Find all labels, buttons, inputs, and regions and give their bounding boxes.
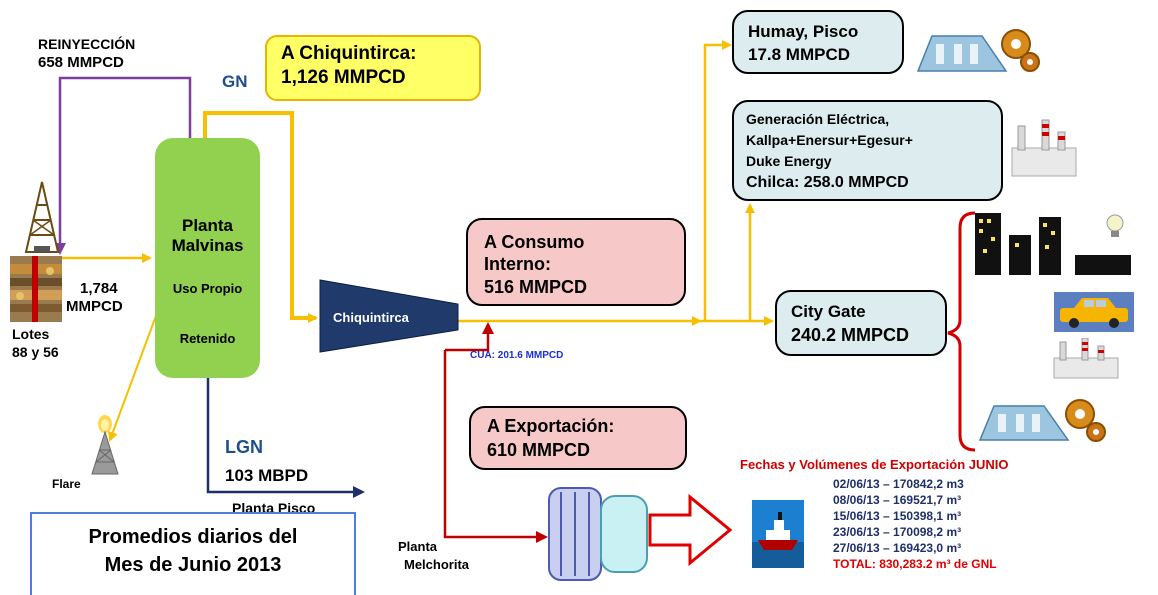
lng-plant-icon <box>548 487 648 581</box>
export-item: 08/06/13 – 169521,7 m³ <box>833 493 962 507</box>
reinjection-title: REINYECCIÓN <box>38 36 136 52</box>
humay-line2: 17.8 MMPCD <box>748 45 851 64</box>
promedios-line2: Mes de Junio 2013 <box>104 554 282 576</box>
citygate-line1: City Gate <box>791 302 866 321</box>
humay-pisco-box: Humay, Pisco 17.8 MMPCD <box>732 10 904 74</box>
lotes-value-line1: 1,784 <box>80 280 118 297</box>
flare-line <box>108 304 161 442</box>
promedios-line1: Promedios diarios del <box>88 526 298 548</box>
lgn-line <box>206 375 365 498</box>
planta-malvinas: Planta Malvinas Uso Propio Retenido <box>155 138 260 378</box>
export-item: 23/06/13 – 170098,2 m³ <box>833 525 962 539</box>
chiquintirca-flow-title: A Chiquintirca: <box>281 43 417 64</box>
consumo-line1: A Consumo <box>484 232 585 252</box>
exportacion-line1: A Exportación: <box>487 416 615 436</box>
export-total: TOTAL: 830,283.2 m³ de GNL <box>833 557 997 571</box>
exportacion-box: A Exportación: 610 MMPCD <box>469 406 687 470</box>
to-humay-line <box>703 40 732 321</box>
generacion-line3: Duke Energy <box>746 153 832 169</box>
compressor-label: Chiquintirca <box>333 310 409 325</box>
power-plant-icon-2 <box>1053 338 1119 379</box>
export-list: 02/06/13 – 170842,2 m3 08/06/13 – 169521… <box>833 476 997 572</box>
generacion-electrica-box: Generación Eléctrica, Kallpa+Enersur+Ege… <box>732 100 1003 201</box>
taxi-icon <box>1054 292 1134 332</box>
generacion-line1: Generación Eléctrica, <box>746 111 890 127</box>
generacion-line4: Chilca: 258.0 MMPCD <box>746 174 909 191</box>
exportacion-line2: 610 MMPCD <box>487 440 591 460</box>
lng-ship-icon <box>752 500 804 568</box>
reinjection-line <box>54 76 192 255</box>
lgn-label: LGN <box>225 437 263 457</box>
lotes-label-line1: Lotes <box>12 326 50 342</box>
chiquintirca-flow-value: 1,126 MMPCD <box>281 67 406 88</box>
export-item: 02/06/13 – 170842,2 m3 <box>833 477 964 491</box>
cua-label: CUA: 201.6 MMPCD <box>470 350 564 361</box>
export-red-line <box>443 350 548 543</box>
lotes-value-line2: MMPCD <box>66 298 123 315</box>
export-item: 15/06/13 – 150398,1 m³ <box>833 509 962 523</box>
lotes-label-line2: 88 y 56 <box>12 344 59 360</box>
melchorita-line2: Melchorita <box>404 557 470 572</box>
oil-rig-icon <box>24 181 60 253</box>
gn-label: GN <box>222 72 248 91</box>
cua-red-line <box>445 322 494 352</box>
reservoir-ground-icon <box>10 256 62 322</box>
industrial-plant-icon-2 <box>978 399 1106 442</box>
industrial-plant-icon <box>916 29 1040 72</box>
big-red-arrow <box>648 493 733 567</box>
chiquintirca-flow-box: A Chiquintirca: 1,126 MMPCD <box>265 35 481 101</box>
power-plant-icon <box>1011 119 1077 177</box>
citygate-line2: 240.2 MMPCD <box>791 325 910 345</box>
consumo-line3: 516 MMPCD <box>484 277 588 297</box>
plant-uso-propio: Uso Propio <box>172 281 243 296</box>
plant-retenido: Retenido <box>179 331 236 346</box>
export-list-title: Fechas y Volúmenes de Exportación JUNIO <box>740 457 1009 472</box>
plant-name-line1: Planta <box>181 216 234 235</box>
flare-icon <box>91 415 119 475</box>
consumo-interno-box: A Consumo Interno: 516 MMPCD <box>466 218 686 306</box>
export-item: 27/06/13 – 169423,0 m³ <box>833 541 962 555</box>
lgn-value: 103 MBPD <box>225 466 309 485</box>
melchorita-line1: Planta <box>398 539 438 554</box>
gn-line <box>203 111 318 323</box>
city-gate-box: City Gate 240.2 MMPCD <box>775 290 947 356</box>
consumo-line2: Interno: <box>484 254 551 274</box>
city-buildings-icon <box>975 213 1131 275</box>
humay-line1: Humay, Pisco <box>748 22 859 41</box>
generacion-line2: Kallpa+Enersur+Egesur+ <box>746 132 913 148</box>
flare-label: Flare <box>52 477 81 491</box>
red-brace <box>947 211 976 452</box>
reinjection-value: 658 MMPCD <box>38 54 124 71</box>
plant-name-line2: Malvinas <box>171 236 244 255</box>
promedios-box: Promedios diarios del Mes de Junio 2013 <box>30 512 356 595</box>
compressor-shape <box>319 279 459 353</box>
